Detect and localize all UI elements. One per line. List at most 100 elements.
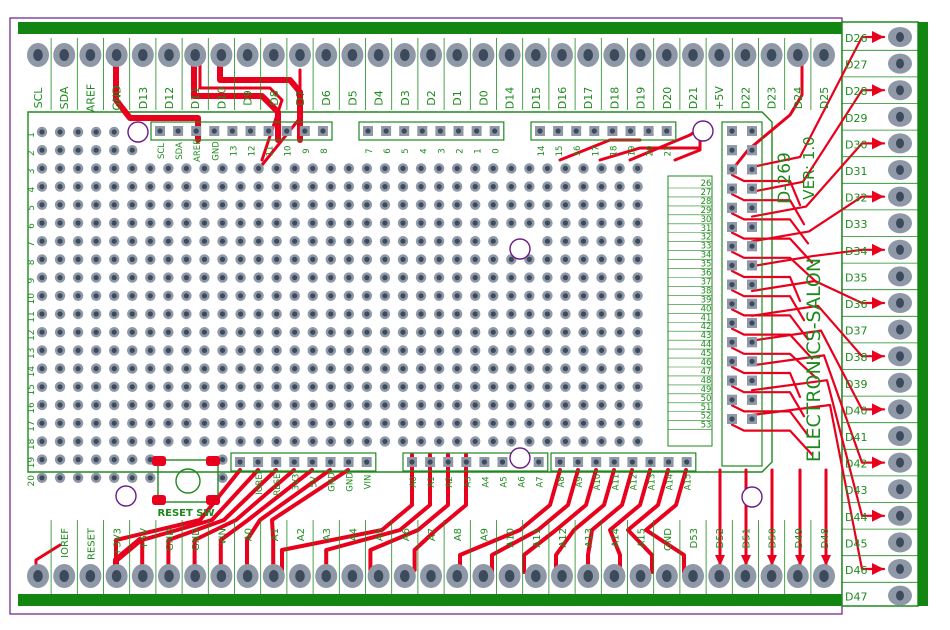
proto-hole-center [580,347,587,353]
proto-hole-center [472,165,478,171]
proto-hole-center [580,220,587,226]
top-terminal-pad-29-hole [766,49,777,61]
header-right-number: 49 [701,385,712,395]
proto-hole-center [580,165,587,171]
reset-switch-body [157,459,219,503]
proto-hole-center [635,347,641,353]
top-terminal-pad-31 [813,43,835,67]
bottom-terminal-pad-5-hole [138,570,148,582]
top-terminal-pad-21 [551,43,573,67]
proto-hole-center [635,202,641,208]
proto-hole-center [635,256,641,262]
proto-hole-center [274,220,280,226]
proto-hole-center [617,329,623,335]
header-bottom-power-label: RESET [273,468,283,496]
proto-hole-center [526,402,532,408]
proto-hole-center [364,402,370,408]
proto-hole-center [418,366,424,372]
proto-hole-center [472,202,478,208]
proto-hole-center [454,220,460,226]
proto-hole-center [617,293,623,299]
proto-hole-center [165,366,171,372]
top-terminal-label: D18 [608,87,621,109]
proto-hole-center [635,420,641,426]
proto-hole-center [39,475,45,481]
proto-hole-center [93,329,99,335]
header-top-digital-low-pin-hole [365,128,371,134]
copper-trace [730,212,810,245]
proto-hole-center [147,311,153,317]
proto-hole-center [454,184,460,190]
proto-hole-center [147,238,153,244]
header-top-comm-label: 21 [664,146,674,157]
proto-hole-center [508,184,514,190]
proto-hole-center [382,347,388,353]
right-terminal-label: D32 [845,192,867,205]
proto-hole-center [93,184,99,190]
header-bottom-analog-low-outline [402,452,549,472]
proto-hole-center [93,165,99,171]
proto-hole-center [219,256,226,262]
proto-hole-center [310,384,316,390]
top-terminal-pad-28 [734,43,757,67]
header-right-pin-hole [729,128,735,134]
proto-hole-center [201,184,208,190]
top-terminal-label: D25 [818,87,831,109]
header-top-comm-label: 16 [573,146,583,157]
top-terminal-label: D16 [556,87,569,109]
proto-hole-center [472,329,478,335]
right-terminal-pad-20-hole [896,537,904,548]
proto-hole-center [328,238,334,244]
trace-arrow [872,509,884,522]
proto-hole-center [544,402,551,408]
proto-hole-center [454,293,460,299]
proto-hole-center [490,165,496,171]
proto-hole-center [508,256,514,262]
proto-hole-center [165,420,171,426]
bottom-terminal-label: +3V3 [113,528,124,556]
proto-hole-center [508,420,514,426]
proto-hole-center [57,184,63,190]
proto-hole-center [346,275,352,281]
right-terminal-label: D41 [845,431,867,444]
header-right-number: 28 [701,197,712,207]
header-right-number: 38 [701,286,712,296]
proto-hole-center [400,256,406,262]
reset-switch: RESET SW [152,456,220,519]
header-right-pin-hole [729,166,735,172]
header-right-outline [721,121,763,467]
proto-hole-center [274,329,280,335]
proto-hole-center [364,165,370,171]
copper-trace [730,250,818,283]
proto-hole-center [598,293,605,299]
proto-hole-center [454,329,460,335]
proto-hole-center [111,475,117,481]
header-top-digital-high [150,121,333,141]
proto-hole-center [93,475,99,481]
proto-hole-center [237,438,244,444]
proto-hole-center [526,366,532,372]
bottom-terminal-label: VIN [217,528,228,545]
bottom-terminal-label: A6 [401,528,412,541]
proto-hole-center [598,438,605,444]
trace-arrow [821,555,831,566]
proto-hole-center [75,366,81,372]
proto-hole-center [310,238,316,244]
right-terminal-pad-3 [888,80,912,101]
proto-hole-center [580,329,587,335]
proto-hole-center [165,438,171,444]
bottom-terminal-pad-4 [105,564,128,588]
header-bottom-power-label: GND [328,472,338,492]
proto-hole-center [544,184,551,190]
proto-hole-center [580,366,587,372]
prototype-hole-grid [36,126,643,483]
proto-hole-center [75,165,81,171]
proto-hole-center [454,438,460,444]
copper-trace [280,453,414,572]
proto-hole-center [39,256,45,262]
top-terminal-pad-5 [131,43,154,67]
proto-hole-center [75,402,81,408]
proto-hole-center [382,165,388,171]
proto-hole-center [364,311,370,317]
